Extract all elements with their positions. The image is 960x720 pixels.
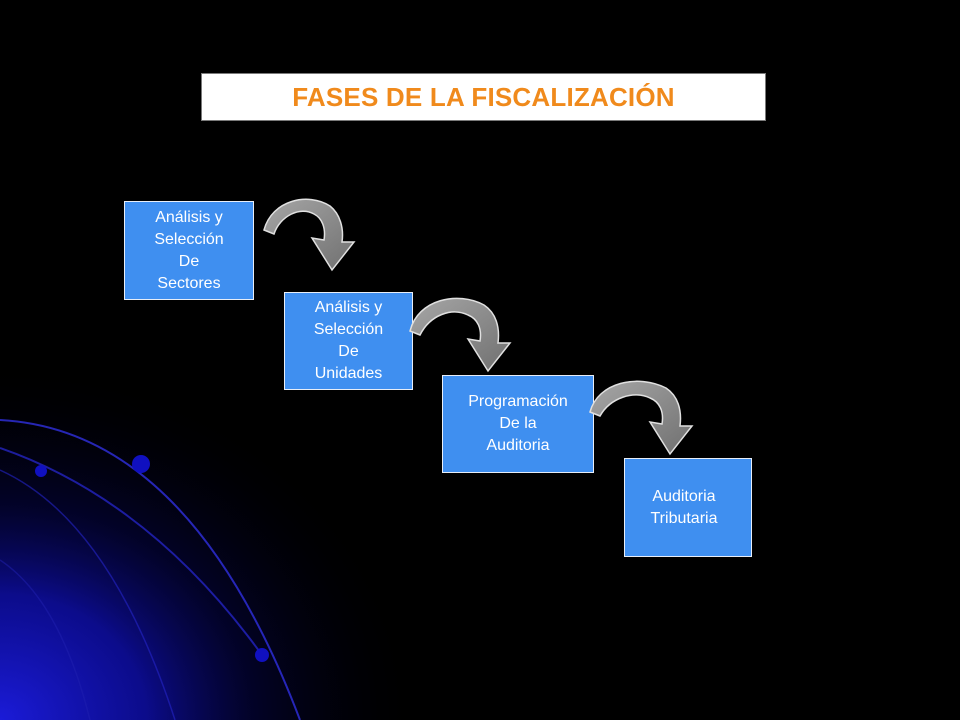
phase-label-line: Auditoria <box>652 487 716 505</box>
phase-box-unidades: Análisis y Selección De Unidades <box>284 292 413 390</box>
decor-arc-4 <box>0 559 91 720</box>
phase-label-line: Programación <box>468 393 568 410</box>
phase-label: Análisis y Selección De Unidades <box>314 297 383 385</box>
curved-arrow-icon <box>409 297 512 373</box>
decor-arc-3 <box>0 469 176 720</box>
phase-label-line: Selección <box>154 230 224 248</box>
phase-label: Programación De la Auditoria <box>468 391 568 457</box>
phase-label-line: Análisis y <box>155 208 223 226</box>
decor-dot-2 <box>35 465 47 477</box>
phase-label-line: De <box>338 343 359 360</box>
decor-arc-2 <box>0 447 263 656</box>
phase-label-line: De <box>178 252 200 270</box>
phase-box-auditoria-tributaria: Auditoria Tributaria <box>624 458 752 557</box>
curved-arrow-icon <box>589 380 694 456</box>
phase-label-line: Análisis y <box>314 299 383 316</box>
title-box: FASES DE LA FISCALIZACIÓN <box>201 73 766 121</box>
phase-label: Análisis y Selección De Sectores <box>154 207 223 295</box>
phase-label-line: Tributaria <box>650 509 718 527</box>
phase-label-line: Unidades <box>314 365 383 382</box>
phase-label-line: Selección <box>313 321 384 338</box>
decor-dot-3 <box>255 648 269 662</box>
phase-box-sectores: Análisis y Selección De Sectores <box>124 201 254 300</box>
curved-arrow-icon <box>263 198 356 272</box>
phase-box-programacion: Programación De la Auditoria <box>442 375 594 473</box>
phase-label-line: Sectores <box>157 274 221 292</box>
decor-dot-1 <box>132 455 150 473</box>
background-glow <box>0 360 420 720</box>
decor-arc-1 <box>0 419 301 720</box>
phase-label-line: Auditoria <box>486 437 550 454</box>
phase-label-line: De la <box>499 415 537 432</box>
page-title: FASES DE LA FISCALIZACIÓN <box>292 81 675 112</box>
phase-label: Auditoria Tributaria <box>651 486 726 530</box>
